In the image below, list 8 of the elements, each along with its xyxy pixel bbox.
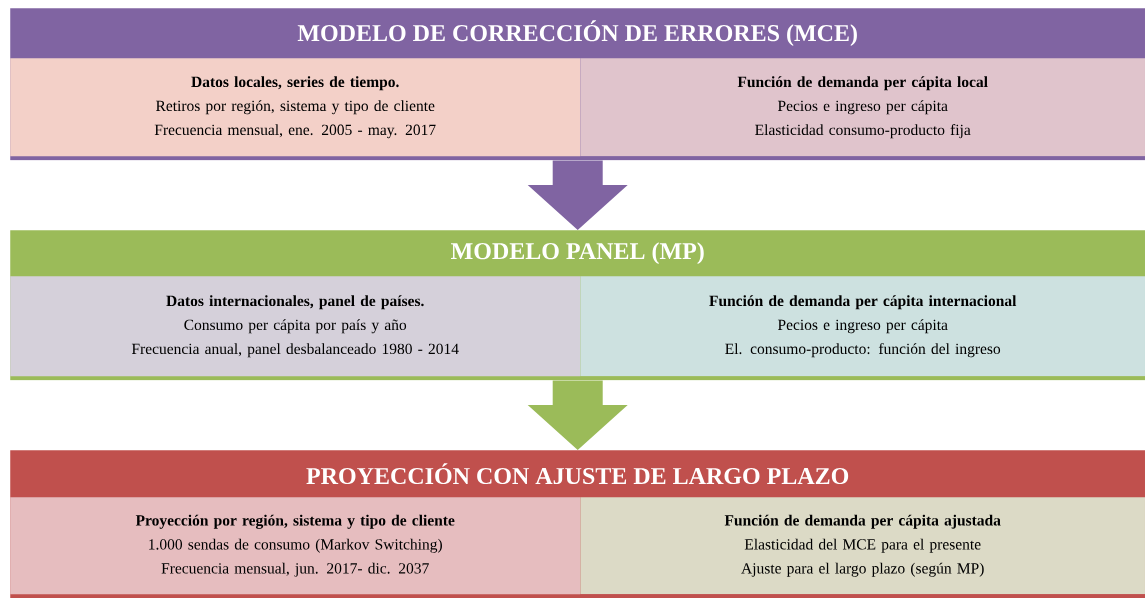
info-box: Función de demanda per cápita internacional Pecios e ingreso per cápita El. consumo-producto: función del ingreso [580, 276, 1145, 377]
info-box: Datos locales, series de tiempo. Retiros por región, sistema y tipo de cliente Frecuencia mensual, ene. 2005 - may. 2017 [10, 58, 581, 157]
info-box: Proyección por región, sistema y tipo de cliente 1.000 sendas de consumo (Markov Switching) Frecuencia mensual, jun. 2017- dic. 2037 [10, 497, 581, 595]
block-arrow [527, 380, 628, 450]
info-box: Función de demanda per cápita ajustada Elasticidad del MCE para el presente Ajuste para el largo plazo (según MP) [580, 497, 1145, 595]
block-arrow [527, 160, 628, 230]
info-box: Datos internacionales, panel de países. Consumo per cápita por país y año Frecuencia anual, panel desbalanceado 1980 - 2014 [10, 276, 581, 377]
info-box: Función de demanda per cápita local Pecios e ingreso per cápita Elasticidad consumo-producto fija [580, 58, 1145, 157]
